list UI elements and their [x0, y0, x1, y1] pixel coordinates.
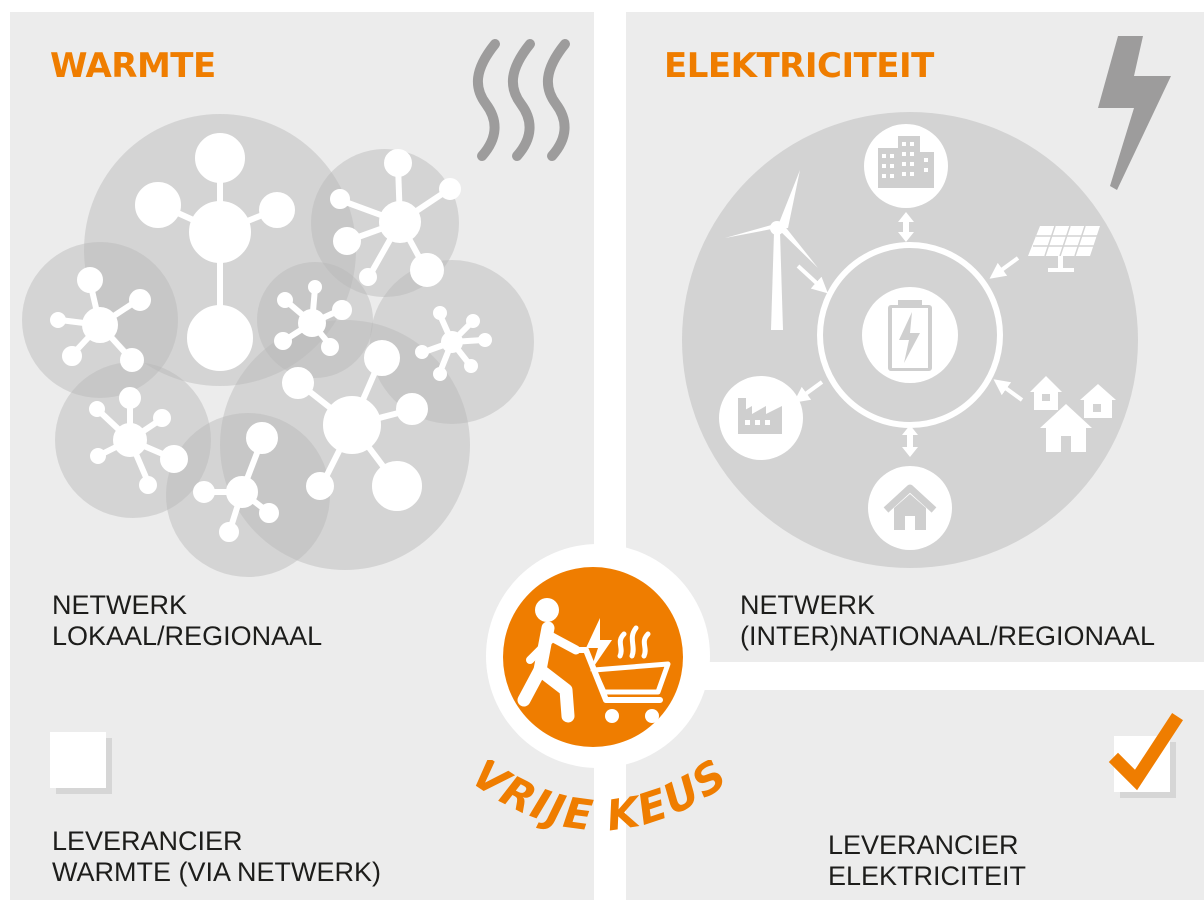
bidirectional-arrows [898, 212, 918, 457]
elektriciteit-supplier-checkbox[interactable] [1108, 713, 1183, 798]
warmte-supplier-label: LEVERANCIER WARMTE (VIA NETWERK) [52, 826, 381, 887]
warmte-network-label: NETWERK LOKAAL/REGIONAAL [52, 590, 323, 651]
shopper-cart-icon [517, 598, 671, 723]
elektriciteit-network-label: NETWERK (INTER)NATIONAAL/REGIONAAL [740, 590, 1156, 651]
lightning-bolt-icon [1098, 36, 1171, 190]
elektriciteit-network-panel [626, 550, 1204, 662]
checkmark-icon [1108, 713, 1183, 791]
heat-network-nodes [50, 133, 492, 542]
warmte-title: WARMTE [50, 46, 216, 86]
factory-icon [738, 398, 782, 434]
svg-text:VRIJE KEUS: VRIJE KEUS [463, 760, 737, 840]
warmte-supplier-checkbox[interactable] [50, 732, 112, 794]
elektriciteit-supplier-label: LEVERANCIER ELEKTRICITEIT [828, 830, 1027, 891]
office-building-icon [878, 136, 934, 188]
vrije-keus-slogan: VRIJE KEUS [463, 760, 737, 840]
elektriciteit-supplier-panel [626, 690, 1204, 900]
vrije-keus-text: VRIJE KEUS [463, 760, 735, 840]
flow-arrows [793, 256, 1024, 403]
houses-icon [1030, 376, 1116, 452]
wind-turbine-icon [725, 170, 818, 330]
house-icon [883, 484, 937, 530]
solar-panel-icon [1028, 225, 1100, 272]
heat-waves-icon [472, 39, 570, 161]
elektriciteit-title: ELEKTRICITEIT [664, 46, 934, 86]
